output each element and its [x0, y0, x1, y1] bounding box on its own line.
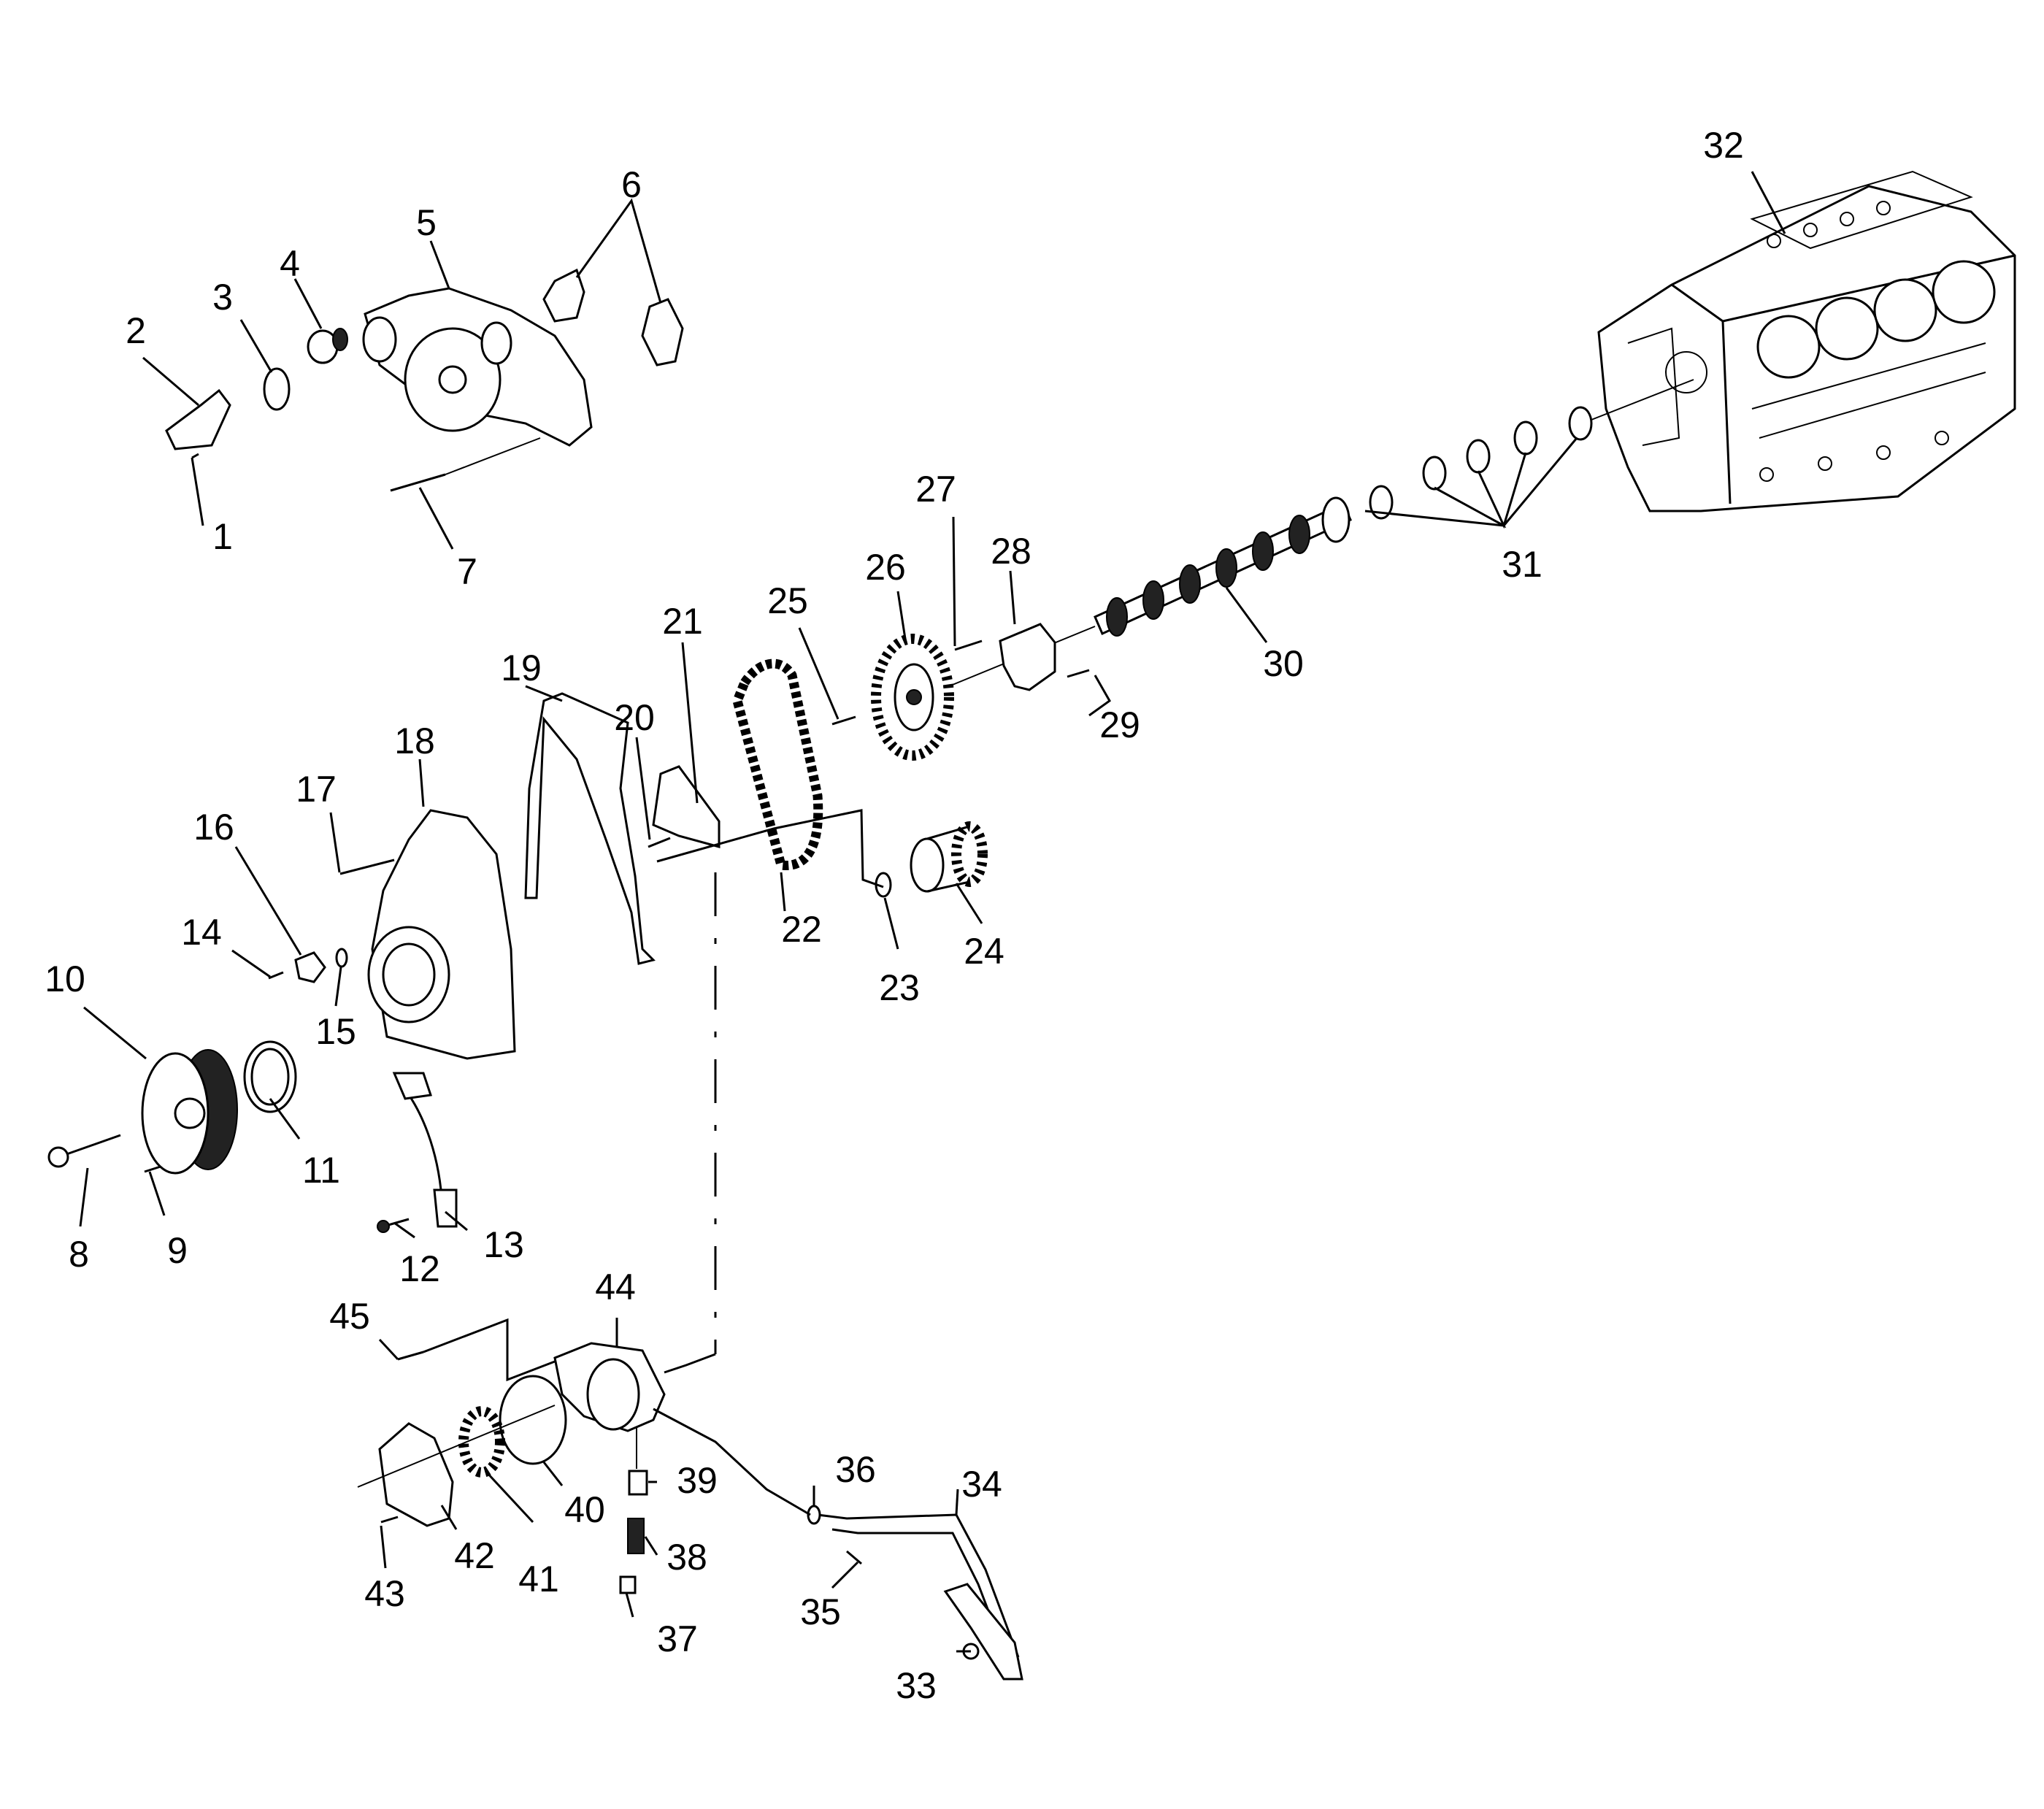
callout-18: 18	[394, 721, 435, 761]
callout-28: 28	[991, 531, 1031, 572]
retainer-bolt	[954, 640, 983, 651]
callout-43: 43	[364, 1573, 405, 1614]
callout-23: 23	[879, 967, 920, 1008]
housing-oring	[263, 367, 291, 411]
sensor-bolt	[268, 971, 284, 980]
camshaft	[1094, 496, 1352, 637]
callout-13: 13	[483, 1224, 524, 1265]
balancer-bolt	[47, 1134, 121, 1168]
callouts: 1 2 3 4 5 6 7 8 9 10 11 12 13 14 15 16 1…	[45, 125, 1744, 1706]
callout-17: 17	[296, 769, 337, 810]
callout-6: 6	[621, 164, 642, 205]
callout-40: 40	[564, 1489, 605, 1530]
camshaft-bearings	[1369, 406, 1593, 520]
leader-lines	[79, 171, 1786, 1653]
engine-block	[1597, 170, 2016, 512]
oil-pump-cover-bolt	[380, 1516, 399, 1524]
callout-4: 4	[280, 243, 300, 284]
callout-14: 14	[181, 912, 222, 953]
relief-plug	[619, 1575, 637, 1594]
callout-24: 24	[964, 931, 1004, 972]
front-cover-bolt	[339, 859, 395, 875]
camshaft-sprocket	[871, 634, 954, 761]
callout-20: 20	[614, 697, 655, 738]
callout-19: 19	[501, 648, 542, 688]
callout-3: 3	[212, 277, 233, 318]
callout-42: 42	[454, 1535, 495, 1576]
parts-artwork	[47, 170, 2016, 1681]
thermostat-housing	[165, 388, 231, 450]
callout-44: 44	[595, 1267, 636, 1307]
pickup-bolt	[846, 1550, 862, 1565]
callout-7: 7	[457, 551, 477, 592]
water-pump-bolt	[390, 473, 446, 492]
oil-pump-inner-rotor	[458, 1406, 505, 1478]
callout-41: 41	[518, 1559, 559, 1599]
callout-27: 27	[915, 469, 956, 510]
oil-pump-cover	[378, 1422, 454, 1527]
callout-35: 35	[800, 1591, 841, 1632]
callout-9: 9	[167, 1230, 188, 1271]
callout-33: 33	[896, 1665, 937, 1706]
callout-21: 21	[662, 601, 703, 642]
callout-12: 12	[399, 1248, 440, 1289]
crankshaft-sprocket	[910, 821, 988, 893]
callout-16: 16	[193, 807, 234, 848]
callout-22: 22	[781, 909, 822, 950]
callout-38: 38	[666, 1537, 707, 1578]
callout-45: 45	[329, 1296, 370, 1337]
callout-15: 15	[315, 1011, 356, 1052]
oil-pump	[553, 1342, 666, 1432]
thermostat	[307, 328, 348, 364]
callout-29: 29	[1099, 704, 1140, 745]
balancer-key	[144, 1165, 161, 1173]
callout-37: 37	[657, 1618, 698, 1659]
front-cover	[367, 809, 516, 1060]
callout-10: 10	[45, 959, 85, 999]
callout-25: 25	[767, 580, 808, 621]
callout-32: 32	[1703, 125, 1744, 166]
front-cover-gasket	[524, 692, 656, 965]
callout-36: 36	[835, 1449, 876, 1490]
camshaft-retainer	[999, 623, 1056, 691]
housing-bolt	[191, 453, 199, 459]
callout-8: 8	[69, 1234, 89, 1275]
callout-11: 11	[302, 1150, 340, 1191]
tensioner-bolt	[648, 837, 671, 848]
oil-pickup-tube	[817, 1513, 1023, 1681]
callout-31: 31	[1502, 544, 1542, 585]
callout-34: 34	[961, 1464, 1002, 1505]
relief-valve	[628, 1470, 648, 1496]
oil-pump-bolt	[397, 1351, 424, 1361]
engine-block-bolt-bosses	[1759, 201, 1949, 482]
callout-30: 30	[1263, 643, 1304, 684]
sprocket-bolt	[831, 715, 856, 726]
crankshaft-balancer	[141, 1049, 238, 1175]
water-pump-gaskets	[542, 268, 684, 366]
crankshaft-position-sensor	[294, 951, 326, 983]
sensor-oring	[335, 948, 348, 968]
callout-26: 26	[865, 547, 906, 588]
callout-5: 5	[416, 202, 437, 243]
callout-1: 1	[212, 516, 233, 557]
callout-39: 39	[677, 1460, 718, 1501]
chain-tensioner	[652, 765, 721, 848]
callout-2: 2	[126, 310, 146, 351]
oil-pump-outer-rotor	[499, 1375, 567, 1465]
camshaft-pin	[1067, 669, 1090, 678]
pickup-oring	[807, 1505, 821, 1525]
relief-spring	[627, 1518, 645, 1554]
water-pump	[362, 287, 593, 447]
